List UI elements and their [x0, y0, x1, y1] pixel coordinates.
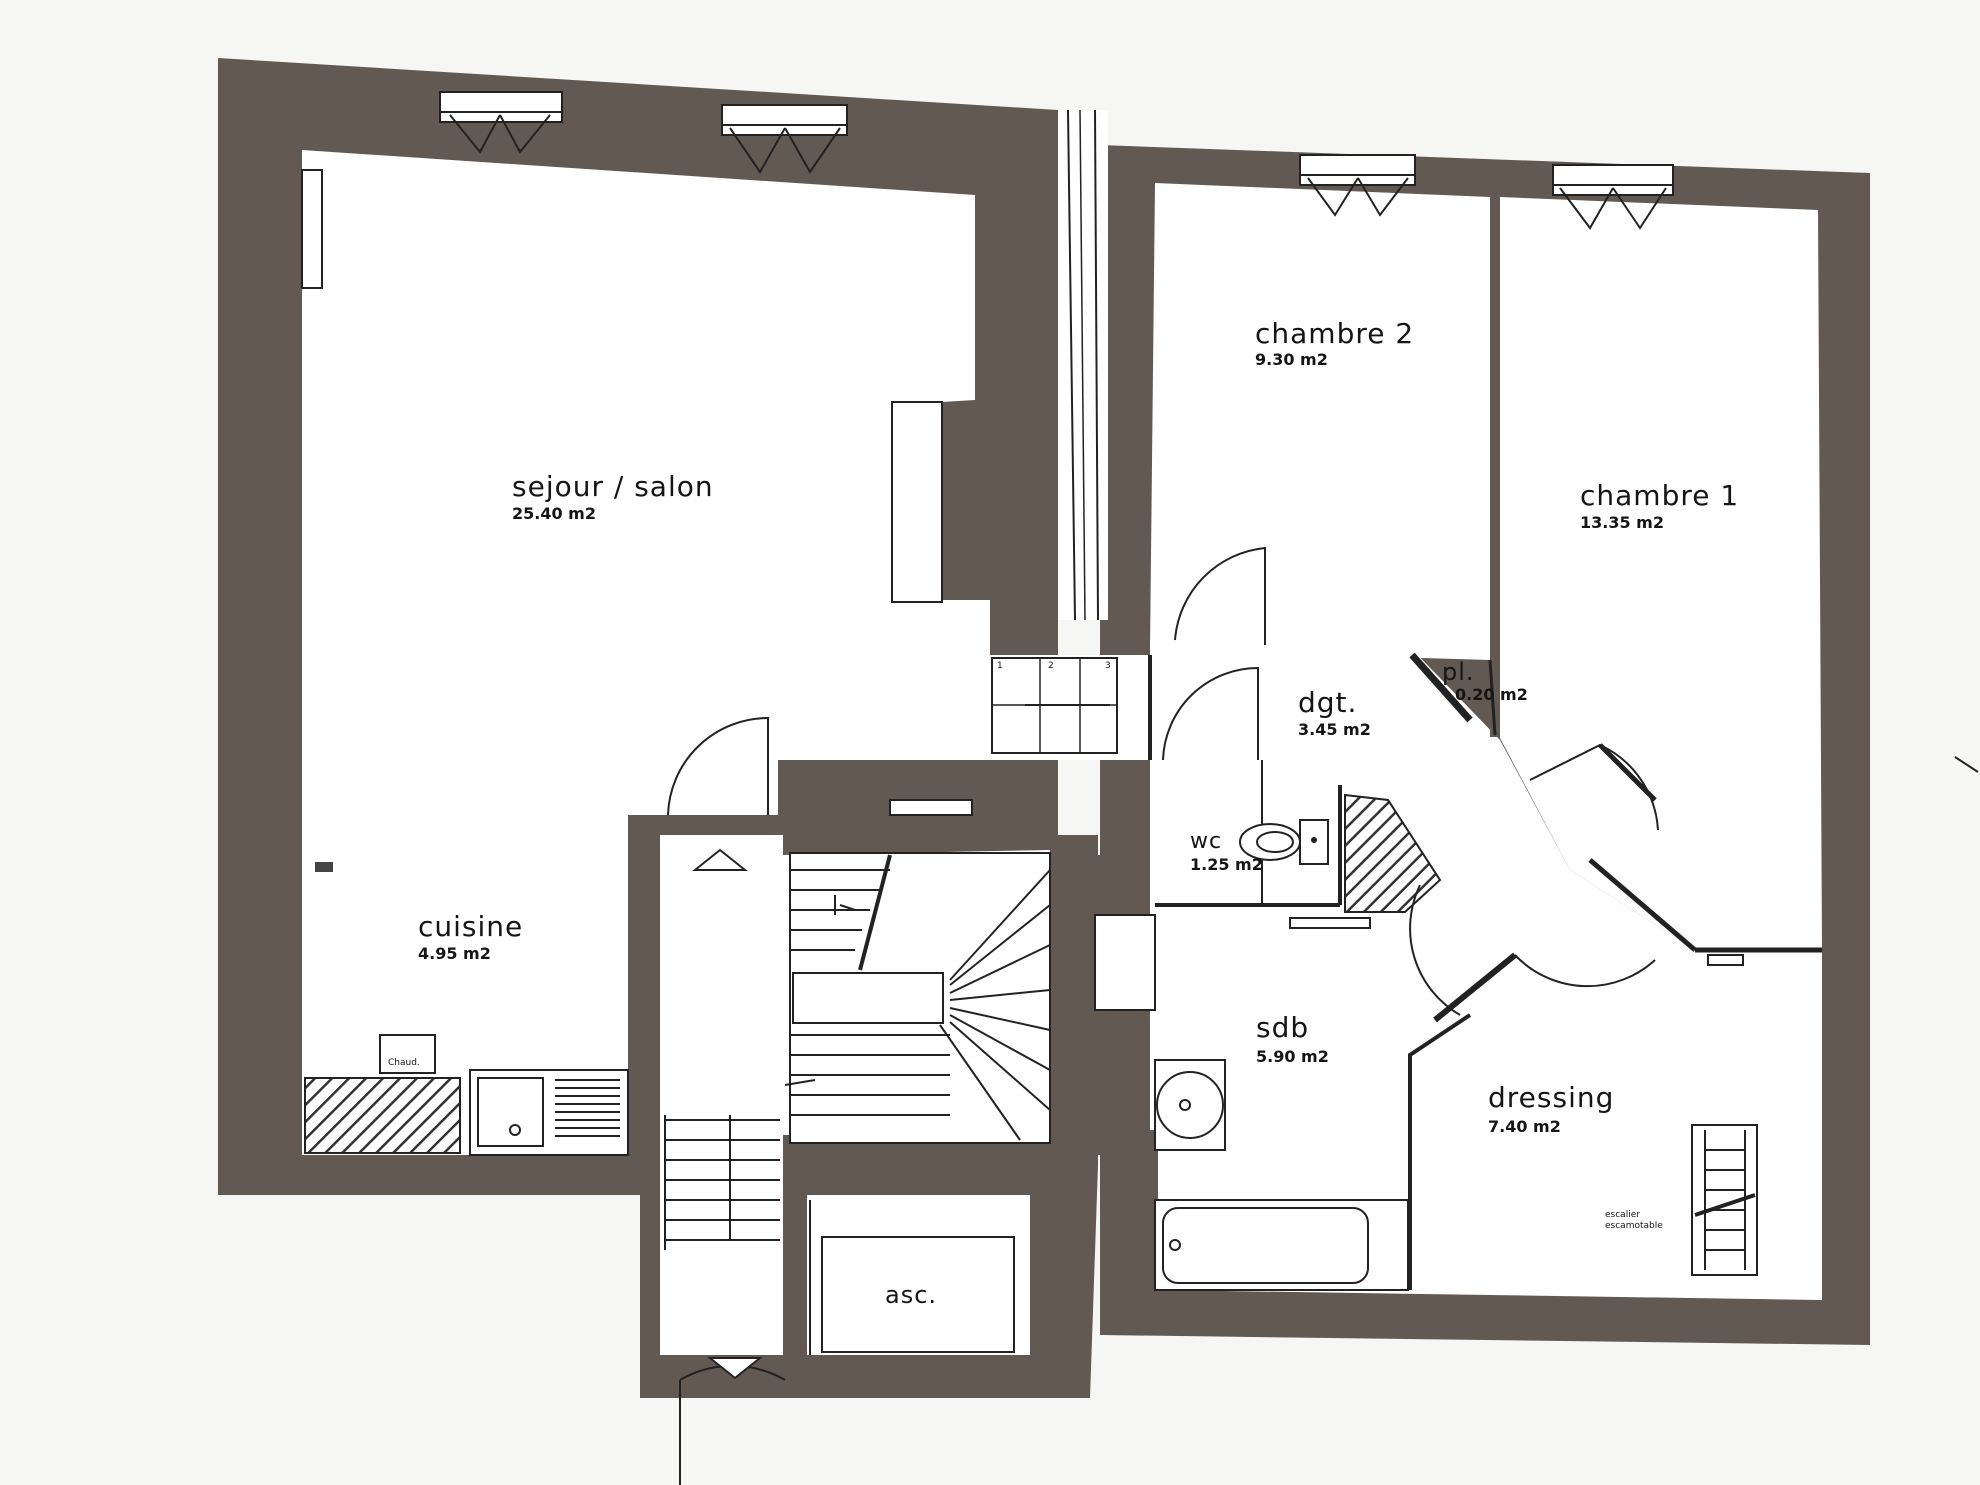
room-name-wc: wc — [1190, 829, 1222, 854]
room-area-chambre1: 13.35 m2 — [1580, 513, 1664, 532]
room-area-dressing: 7.40 m2 — [1488, 1117, 1561, 1136]
ladder-label-2: escamotable — [1605, 1221, 1663, 1231]
room-name-dgt: dgt. — [1298, 686, 1357, 719]
door-sdb — [1409, 884, 1461, 1016]
room-area-sdb: 5.90 m2 — [1256, 1047, 1329, 1066]
room-area-wc: 1.25 m2 — [1190, 855, 1263, 874]
room-name-pl: pl. — [1442, 658, 1475, 686]
boiler-label: Chaud. — [388, 1058, 420, 1068]
floor-chambre1 — [1500, 197, 1822, 950]
cuisine-hatched-counter — [304, 1077, 461, 1154]
wc-hatched-duct — [1344, 793, 1442, 913]
radiator — [889, 799, 973, 816]
room-labels: sejour / salon 25.40 m2 cuisine 4.95 m2 … — [418, 317, 1739, 1309]
door-dressing — [1514, 954, 1656, 988]
room-name-sejour: sejour / salon — [512, 470, 714, 503]
niche — [891, 401, 943, 603]
ladder-label-1: escalier — [1605, 1210, 1640, 1220]
door-chambre2 — [1174, 546, 1266, 645]
room-area-sejour: 25.40 m2 — [512, 504, 596, 523]
duct-sdb — [1094, 914, 1156, 1011]
floor-chambre2 — [1150, 183, 1490, 660]
door-dgt-steps — [1162, 666, 1259, 761]
switch — [315, 862, 333, 872]
room-area-cuisine: 4.95 m2 — [418, 944, 491, 963]
kitchen-sink — [469, 1069, 629, 1156]
elevator — [809, 1200, 1015, 1355]
door-entry-sejour — [667, 716, 769, 816]
floor-landing — [660, 835, 805, 1355]
step-number-1: 1 — [997, 661, 1003, 671]
wall-stair-column — [1050, 855, 1100, 1155]
room-name-cuisine: cuisine — [418, 910, 523, 943]
room-name-chambre1: chambre 1 — [1580, 479, 1739, 512]
room-name-asc: asc. — [885, 1281, 937, 1309]
boiler: Chaud. — [379, 1034, 436, 1074]
room-name-sdb: sdb — [1256, 1011, 1309, 1044]
window-sejour-2 — [721, 104, 848, 174]
room-area-chambre2: 9.30 m2 — [1255, 350, 1328, 369]
room-name-dressing: dressing — [1488, 1081, 1614, 1114]
wall-partition-chambres — [1490, 197, 1498, 737]
doors — [667, 546, 1659, 1485]
washbasin — [1154, 1059, 1226, 1151]
window-sejour-1 — [439, 91, 563, 154]
duct — [1058, 109, 1108, 621]
main-staircase — [664, 848, 1051, 1380]
step-number-3: 3 — [1105, 661, 1111, 671]
toilet — [1239, 819, 1329, 865]
room-area-dgt: 3.45 m2 — [1298, 720, 1371, 739]
bathtub — [1154, 1199, 1409, 1291]
window-sejour-side — [301, 169, 323, 289]
wall-elevator-side — [783, 1135, 805, 1360]
floor-sejour-cuisine — [302, 150, 990, 1155]
room-area-pl: 0.20 m2 — [1455, 685, 1528, 704]
step-number-2: 2 — [1048, 661, 1054, 671]
window-chambre1 — [1552, 164, 1674, 230]
window-chambre2 — [1299, 154, 1416, 217]
retractable-ladder: escalier escamotable — [1605, 1124, 1758, 1276]
windows — [301, 91, 1674, 289]
room-name-chambre2: chambre 2 — [1255, 317, 1414, 350]
steps-between-blocks: 1 2 3 — [991, 657, 1118, 754]
